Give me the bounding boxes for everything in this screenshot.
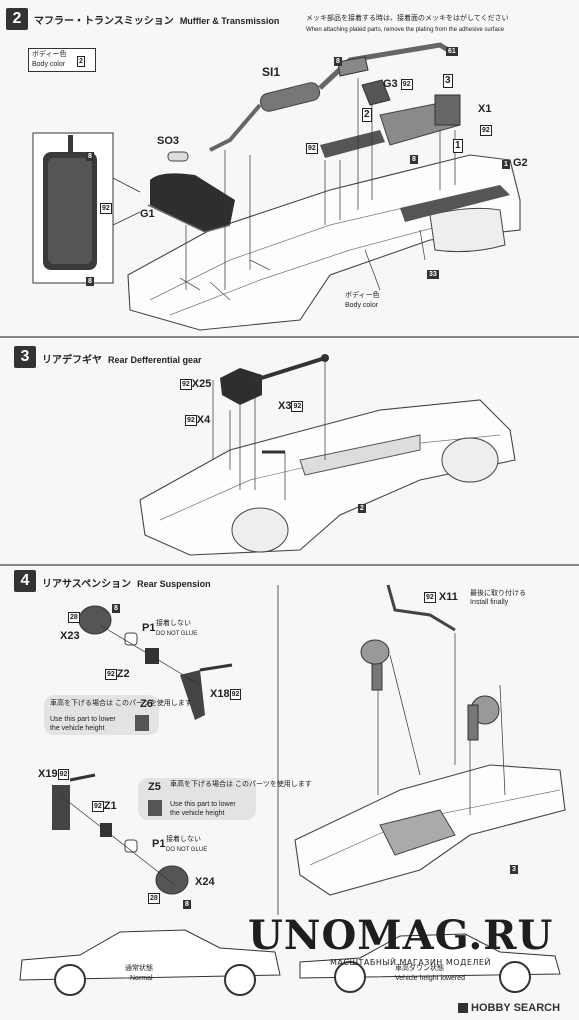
code-61: 61 — [446, 47, 458, 56]
step-title-en: Rear Defferential gear — [108, 355, 202, 365]
code-8: 8 — [112, 604, 120, 613]
step-title-en: Muffler & Transmission — [179, 16, 280, 26]
step-3-diagram — [139, 354, 516, 556]
part-g2: 1 G2 — [502, 157, 528, 169]
lowered-en: Vehicle height lowered — [395, 975, 466, 982]
code-8-trans: 8 — [410, 155, 418, 164]
lower-note-en2: the vehicle height — [50, 725, 105, 732]
no-glue-jp: 接着しない — [156, 620, 191, 627]
step-title-en: Rear Suspension — [137, 579, 211, 589]
part-g1: G1 — [140, 208, 155, 220]
part-so3: SO3 — [157, 135, 180, 147]
no-glue-en: DO NOT GLUE — [166, 847, 208, 853]
brand-logo: HOBBY SEARCH — [458, 1002, 560, 1014]
normal-jp: 通常状態 — [125, 965, 153, 972]
part-x1: X1 — [478, 103, 492, 115]
body-color-note-en: Body color — [345, 302, 379, 309]
lower-note-jp: 車高を下げる場合は このパーツを使用します — [50, 700, 192, 707]
code-8: 8 — [183, 900, 191, 909]
part-x23: X23 — [60, 630, 80, 642]
code-8-top: 8 — [86, 152, 94, 161]
step-ref-3: 3 — [443, 73, 453, 88]
part-x24: X24 — [195, 876, 215, 888]
lower-note-jp: 車高を下げる場合は このパーツを使用します — [170, 781, 312, 788]
part-si1: SI1 — [262, 65, 281, 79]
body-color-note-jp: ボディー色 — [345, 292, 380, 299]
lower-note-en1: Use this part to lower — [50, 716, 116, 723]
body-color-jp: ボディー色 — [32, 51, 67, 58]
part-p1-lower: P1 — [152, 838, 166, 850]
normal-en: Normal — [130, 975, 153, 982]
code-92-g1: 92 — [100, 203, 112, 215]
code-92-x1: 92 — [480, 125, 492, 137]
step-title-jp: リアデフギヤ — [42, 355, 102, 366]
ref-3: 3 — [510, 865, 518, 874]
install-finally-en: Install finally — [470, 599, 509, 606]
watermark-subtitle: МАСШТАБНЫЙ МАГАЗИН МОДЕЛЕЙ — [330, 958, 491, 967]
step-title: マフラー・トランスミッション Muffler & Transmission — [34, 12, 279, 27]
install-finally-jp: 最後に取り付ける — [470, 590, 526, 597]
part-z5: Z5 — [148, 781, 161, 793]
step-number: 3 — [14, 346, 36, 368]
plating-note-en: When attaching plated parts, remove the … — [306, 27, 505, 33]
step-2-diagram — [32, 42, 521, 331]
divider — [277, 585, 279, 915]
code-92-trans: 92 — [306, 143, 318, 155]
part-g3: G3 92 — [383, 78, 413, 90]
step-4-diagram — [44, 584, 566, 896]
body-color-legend: ボディー色 Body color 2 — [28, 48, 96, 72]
lower-note-en2: the vehicle height — [170, 810, 225, 817]
step-ref-1: 1 — [453, 138, 463, 153]
part-z6: Z6 — [140, 698, 153, 710]
code-92-g3: 92 — [400, 78, 413, 90]
lowered-jp: 車高ダウン状態 — [395, 965, 444, 972]
code-28: 28 — [68, 612, 80, 624]
step-title-jp: リアサスペンション — [42, 579, 132, 590]
watermark-title: UNOMAG.RU — [248, 912, 554, 959]
code-28: 28 — [148, 893, 160, 905]
step-title: リアデフギヤ Rear Defferential gear — [42, 351, 202, 366]
brand-icon — [458, 1003, 468, 1014]
step-ref-2: 2 — [362, 107, 372, 122]
step-number: 2 — [6, 8, 28, 30]
no-glue-jp: 接着しない — [166, 836, 201, 843]
divider — [0, 336, 579, 338]
code-8-bottom: 8 — [86, 277, 94, 286]
lower-note-en1: Use this part to lower — [170, 801, 236, 808]
step-number: 4 — [14, 570, 36, 592]
step-title: リアサスペンション Rear Suspension — [42, 575, 211, 590]
step-title-jp: マフラー・トランスミッション — [34, 16, 174, 27]
part-x11: 92 X11 — [424, 591, 458, 603]
divider — [0, 564, 579, 566]
code-8-strap: 8 — [334, 57, 342, 66]
body-color-en: Body color — [32, 61, 66, 68]
body-color-code: 2 — [77, 56, 85, 68]
code-33: 33 — [427, 270, 439, 279]
no-glue-en: DO NOT GLUE — [156, 631, 198, 637]
bottom-cars — [19, 929, 561, 996]
ref-2: 2 — [358, 504, 366, 513]
plating-note-jp: メッキ部品を接着する時は、接着面のメッキをはがしてください — [306, 15, 509, 22]
part-p1-upper: P1 — [142, 622, 156, 634]
